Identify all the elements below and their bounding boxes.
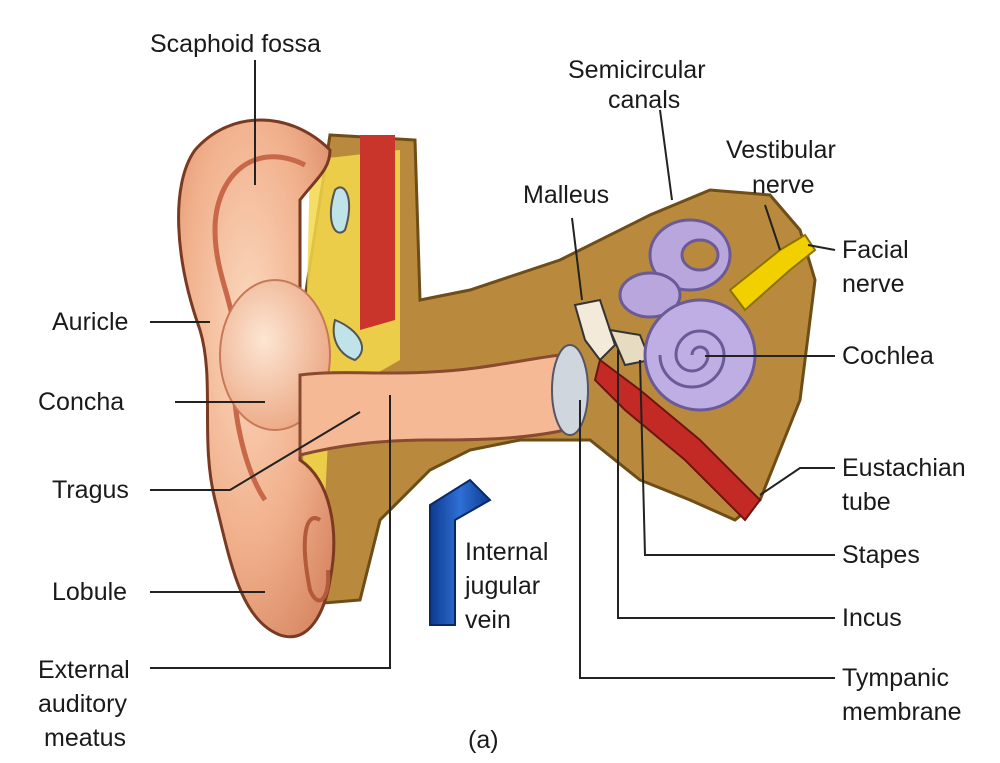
label-eustachian-tube-line2: tube [842,488,891,516]
label-vestibular-nerve-line1: Vestibular [726,136,836,164]
tympanic-membrane-shape [551,344,589,436]
leader-vestibular-nerve [764,204,781,251]
label-concha: Concha [38,388,124,416]
leader-incus [617,350,835,619]
figure-caption: (a) [468,726,499,754]
artery [360,135,395,330]
leader-lines [150,60,836,679]
label-vestibular-nerve-line2: nerve [752,171,815,199]
semicircular-canals-shape [618,218,732,319]
label-eustachian-tube-line1: Eustachian [842,454,966,482]
auricle-shape [177,118,336,639]
leader-tympanic-membrane [579,400,835,679]
leader-tragus [150,411,361,491]
leader-eustachian-tube [759,467,835,496]
label-scaphoid-fossa: Scaphoid fossa [150,30,321,58]
label-facial-nerve-line1: Facial [842,236,909,264]
labels: Scaphoid fossa Semicircular canals Vesti… [38,30,966,754]
label-tragus: Tragus [52,476,129,504]
label-incus: Incus [842,604,902,632]
label-internal-jugular-vein-line1: Internal [465,538,548,566]
leader-stapes [639,359,835,556]
leader-facial-nerve [807,244,836,251]
label-external-auditory-meatus-line2: auditory [38,690,127,718]
label-semicircular-canals-line2: canals [608,86,680,114]
label-tympanic-membrane-line1: Tympanic [842,664,949,692]
label-external-auditory-meatus-line1: External [38,656,130,684]
label-facial-nerve-line2: nerve [842,270,905,298]
leader-semicircular-canals [659,109,673,201]
leader-malleus [571,217,583,301]
label-stapes: Stapes [842,541,920,569]
label-internal-jugular-vein-line3: vein [465,606,511,634]
label-cochlea: Cochlea [842,342,934,370]
label-auricle: Auricle [52,308,128,336]
eustachian-tube-shape [593,358,762,522]
label-external-auditory-meatus-line3: meatus [44,724,126,752]
label-semicircular-canals-line1: Semicircular [568,56,706,84]
label-malleus: Malleus [523,181,609,209]
jugular-vein-shape [429,478,492,626]
label-tympanic-membrane-line2: membrane [842,698,962,726]
leader-external-auditory-meatus [150,395,391,669]
label-internal-jugular-vein-line2: jugular [464,572,540,600]
label-lobule: Lobule [52,578,127,606]
